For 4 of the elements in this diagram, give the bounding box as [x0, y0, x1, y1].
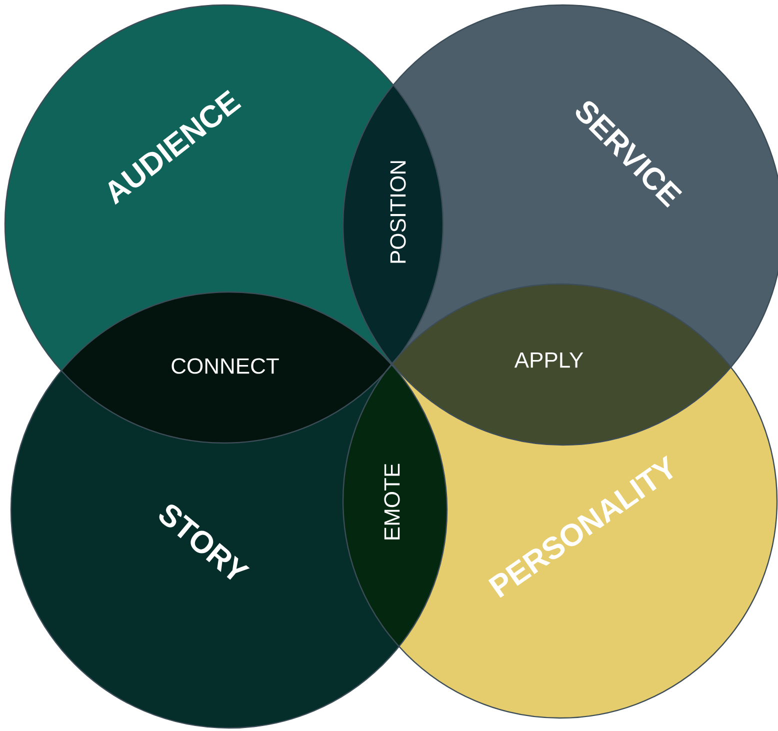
overlap-label: POSITION	[390, 161, 406, 263]
overlap-label: EMOTE	[384, 464, 400, 540]
overlap-label: CONNECT	[172, 358, 279, 374]
overlap-label: APPLY	[514, 352, 584, 368]
